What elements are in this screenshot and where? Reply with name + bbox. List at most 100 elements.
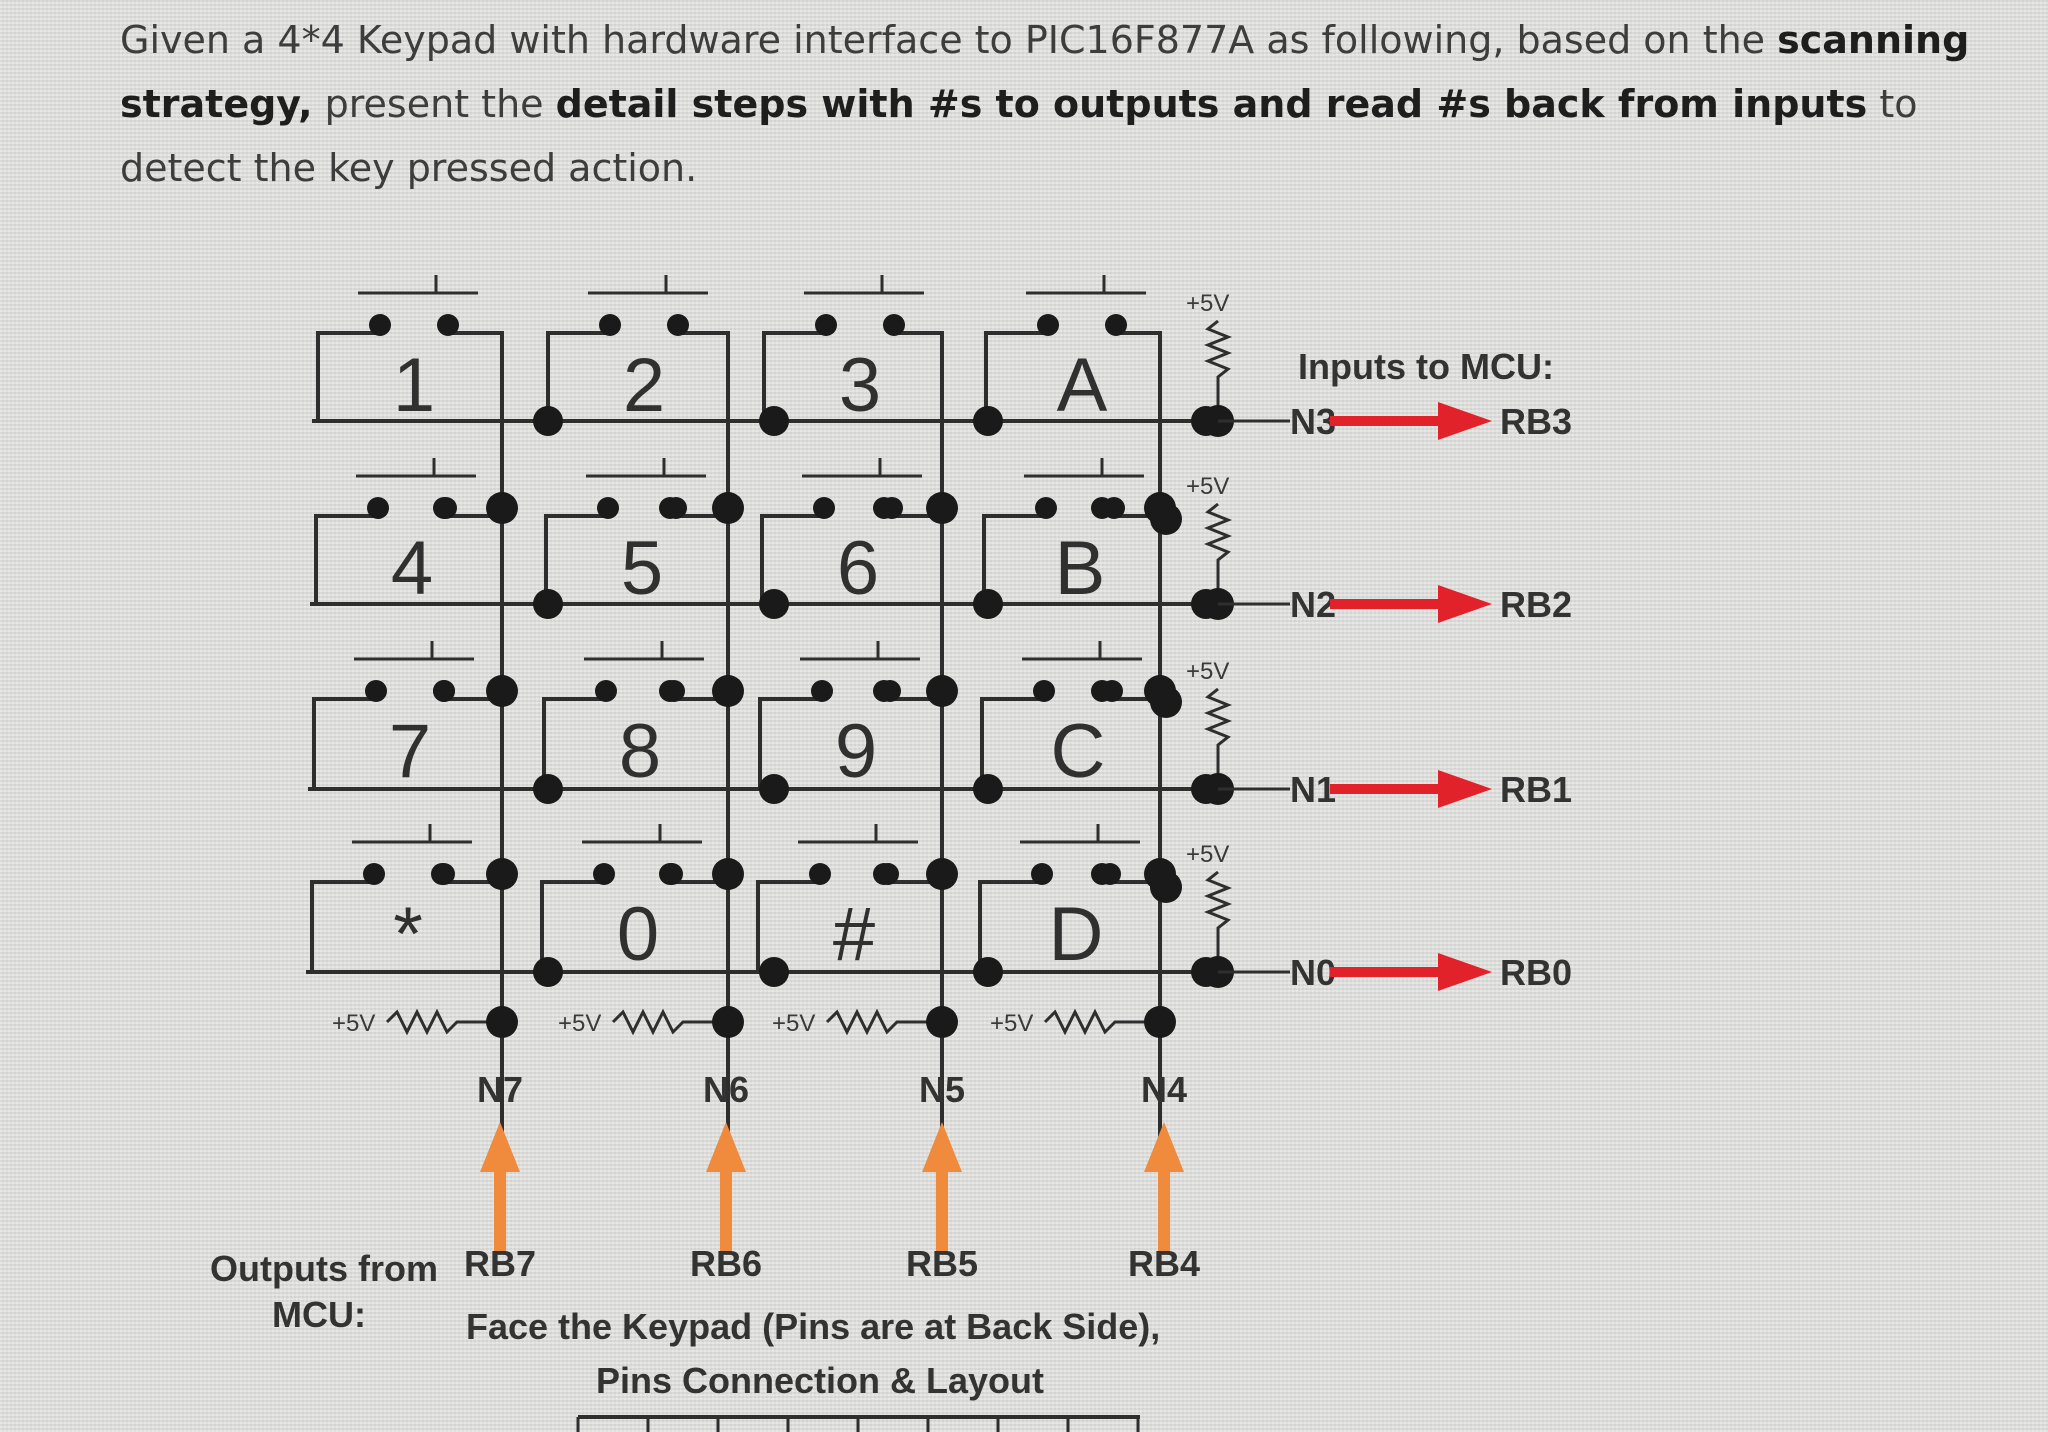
key-label-A: A	[1057, 343, 1108, 428]
row-junction	[973, 774, 1003, 804]
key-contact	[813, 497, 835, 519]
key-contact	[1105, 314, 1127, 336]
output-pin-RB4: RB4	[1128, 1243, 1200, 1284]
input-pin-RB0: RB0	[1500, 952, 1572, 993]
row-supply-label: +5V	[1186, 290, 1229, 317]
column-resistor	[825, 1008, 942, 1036]
key-bracket	[312, 697, 374, 789]
key-contact	[1037, 314, 1059, 336]
column-junction	[486, 858, 518, 890]
row-junction	[759, 957, 789, 987]
key-contact	[363, 863, 385, 885]
input-pin-RB3: RB3	[1500, 401, 1572, 442]
key-label-0: 0	[617, 892, 659, 977]
key-contact	[659, 497, 681, 519]
inputs-caption: Inputs to MCU:	[1298, 346, 1554, 387]
key-contact	[597, 497, 619, 519]
question-part-1: Given a 4*4 Keypad with hardware interfa…	[120, 18, 1778, 62]
key-contact	[437, 314, 459, 336]
key-contact	[1091, 497, 1113, 519]
key-contact	[815, 314, 837, 336]
key-bracket	[448, 331, 504, 337]
key-contact	[365, 680, 387, 702]
row-junction	[759, 774, 789, 804]
key-label-6: 6	[837, 526, 879, 611]
column-junction	[926, 858, 958, 890]
row-resistor	[1203, 319, 1233, 421]
key-bracket	[546, 331, 608, 421]
output-node-N7: N7	[477, 1069, 523, 1110]
row-junction	[973, 406, 1003, 436]
key-contact	[433, 863, 455, 885]
key-contact	[599, 314, 621, 336]
input-pin-RB2: RB2	[1500, 584, 1572, 625]
row-junction	[973, 589, 1003, 619]
input-arrow	[1330, 784, 1442, 794]
key-bracket	[540, 880, 602, 972]
column-junction	[926, 675, 958, 707]
key-contact	[873, 680, 895, 702]
footer-line1: Face the Keypad (Pins are at Back Side),	[466, 1306, 1160, 1347]
key-bracket	[1116, 331, 1162, 337]
key-bracket	[314, 514, 376, 604]
key-bracket	[542, 697, 604, 789]
key-label-C: C	[1051, 709, 1106, 794]
row-supply-label: +5V	[1186, 841, 1229, 868]
row-junction	[759, 589, 789, 619]
outputs-caption-line2: MCU:	[272, 1294, 366, 1335]
column-node-dot	[712, 1006, 744, 1038]
question-part-3: to detect the key pressed action.	[120, 82, 1918, 190]
key-bracket	[982, 514, 1044, 604]
key-label-5: 5	[621, 526, 663, 611]
key-bracket	[758, 697, 820, 789]
key-contact	[369, 314, 391, 336]
output-arrow-head	[922, 1122, 962, 1172]
row-junction	[533, 406, 563, 436]
outputs-caption-line1: Outputs from	[210, 1248, 438, 1289]
key-label-7: 7	[389, 709, 431, 794]
key-contact	[667, 314, 689, 336]
key-contact	[1035, 497, 1057, 519]
key-bracket	[760, 514, 822, 604]
key-bracket	[678, 331, 730, 337]
key-contact	[433, 680, 455, 702]
output-arrow-head	[1144, 1122, 1184, 1172]
key-contact	[883, 314, 905, 336]
key-bracket	[980, 697, 1042, 789]
question-text: Given a 4*4 Keypad with hardware interfa…	[120, 8, 2000, 200]
pin-layout-strip	[576, 1415, 1140, 1432]
column-resistor	[1043, 1008, 1160, 1036]
key-bracket	[756, 880, 818, 972]
column-junction	[712, 858, 744, 890]
key-label-3: 3	[839, 343, 881, 428]
output-pin-RB6: RB6	[690, 1243, 762, 1284]
output-pin-RB5: RB5	[906, 1243, 978, 1284]
column-node-dot	[926, 1006, 958, 1038]
column-supply-label: +5V	[558, 1010, 601, 1037]
key-label-1: 1	[393, 343, 435, 428]
output-node-N4: N4	[1141, 1069, 1187, 1110]
output-arrow-head	[706, 1122, 746, 1172]
key-contact	[1033, 680, 1055, 702]
key-contact	[367, 497, 389, 519]
input-arrow-head	[1438, 585, 1492, 623]
key-bracket	[762, 331, 824, 421]
key-contact	[811, 680, 833, 702]
key-bracket	[544, 514, 606, 604]
key-contact	[1091, 680, 1113, 702]
output-arrow	[936, 1170, 948, 1254]
key-bracket	[894, 331, 944, 337]
row-supply-label: +5V	[1186, 473, 1229, 500]
key-bracket	[310, 880, 372, 972]
column-junction	[712, 492, 744, 524]
column-node-dot	[486, 1006, 518, 1038]
row-junction	[533, 957, 563, 987]
column-junction	[712, 675, 744, 707]
column-junction	[486, 492, 518, 524]
output-arrow	[720, 1170, 732, 1254]
key-bracket	[984, 331, 1046, 421]
key-label-B: B	[1055, 526, 1106, 611]
